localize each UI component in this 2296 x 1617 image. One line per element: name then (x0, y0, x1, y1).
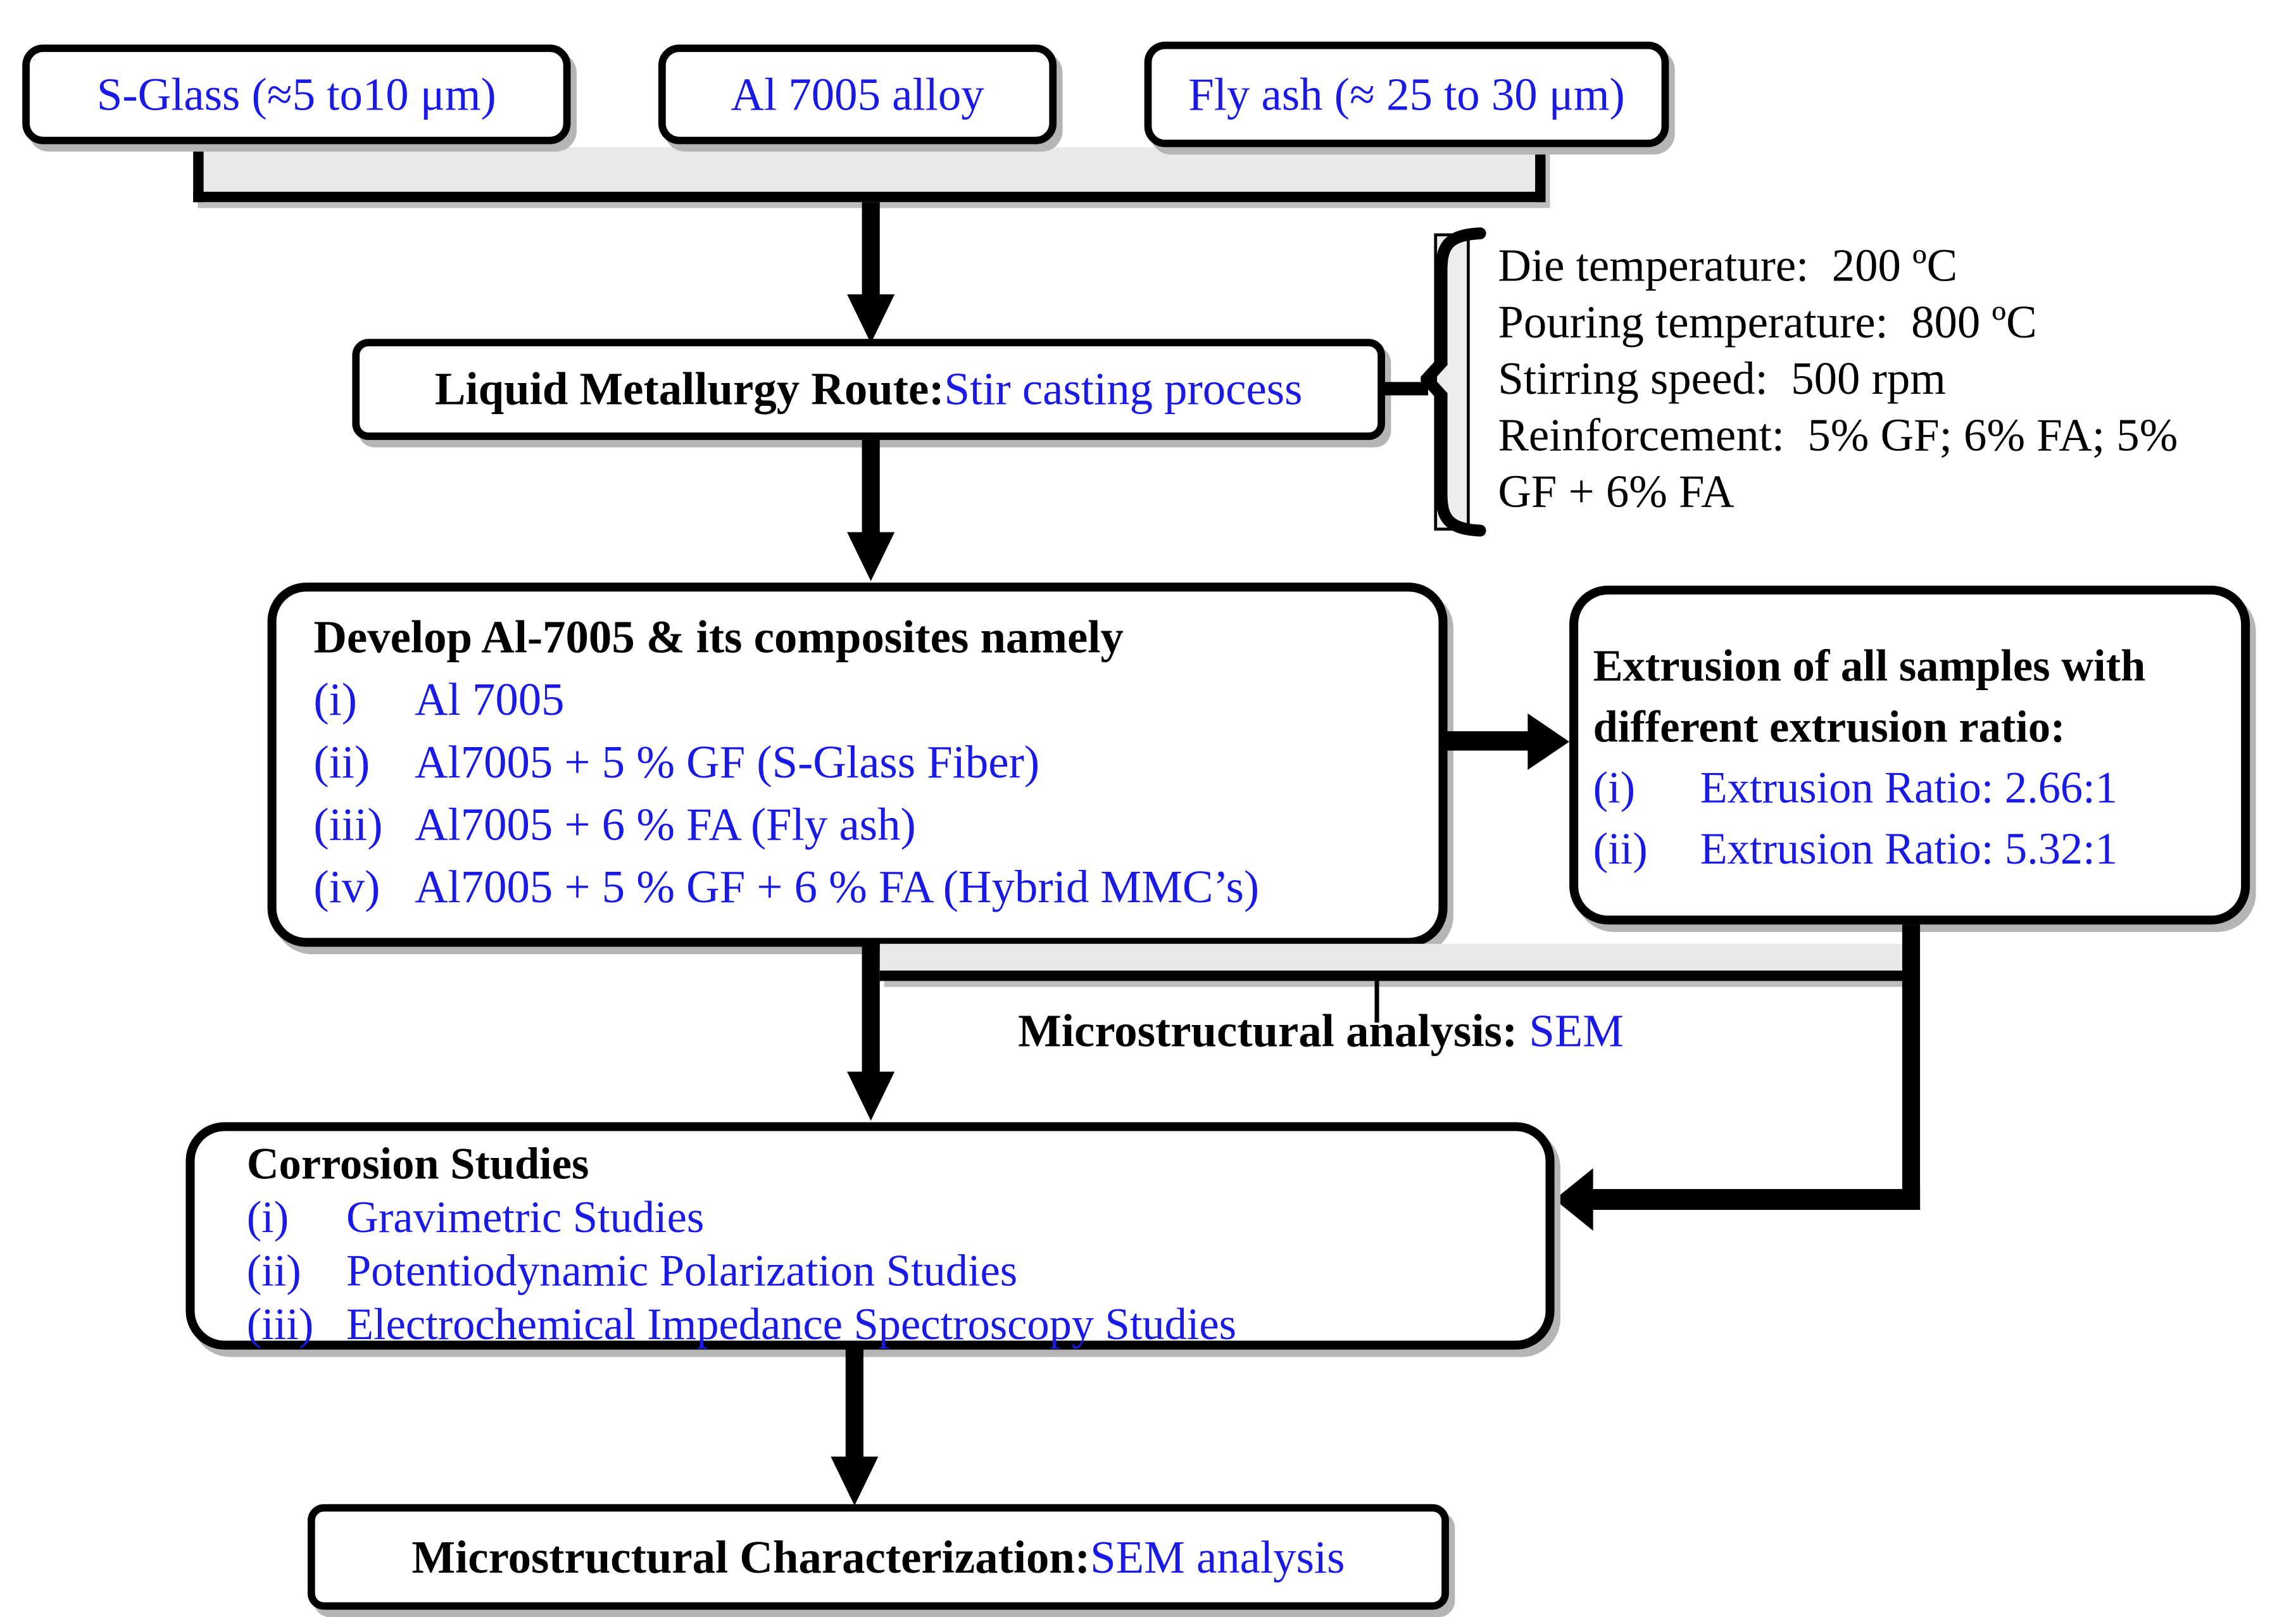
input-box-al7005: Al 7005 alloy (658, 44, 1057, 144)
final-value: SEM analysis (1090, 1530, 1345, 1583)
caption-pointer-line (1374, 981, 1379, 1023)
item-text: Al7005 + 5 % GF (S-Glass Fiber) (414, 736, 1040, 788)
item-text: Extrusion Ratio: 2.66:1 (1700, 764, 2117, 814)
corrosion-title: Corrosion Studies (246, 1140, 589, 1190)
arrow-down-head-icon (847, 532, 895, 581)
arrow-down-head-icon (847, 1071, 895, 1121)
arrow-left-head-icon (1554, 1168, 1593, 1231)
item-marker: (ii) (313, 736, 370, 788)
process-label: Liquid Metallurgy Route: (434, 362, 944, 415)
item-marker: (iii) (313, 798, 383, 850)
extrusion-item: (i) Extrusion Ratio: 2.66:1 (1593, 758, 2242, 819)
process-bracket-connector (1380, 382, 1429, 396)
arrow-right-head-icon (1528, 713, 1570, 771)
develop-item: (ii) Al7005 + 5 % GF (S-Glass Fiber) (313, 731, 1438, 794)
extrusion-box: Extrusion of all samples with different … (1569, 585, 2250, 925)
item-text: Potentiodynamic Polarization Studies (346, 1247, 1018, 1297)
input-box-sglass-label: S-Glass (≈5 to10 μm) (96, 67, 496, 120)
extrusion-item: (ii) Extrusion Ratio: 5.32:1 (1593, 819, 2242, 880)
corrosion-item: (iii) Electrochemical Impedance Spectrosc… (247, 1299, 1546, 1353)
parameter-line: Pouring temperature: 800 ºC (1498, 296, 2037, 348)
item-marker: (iii) (246, 1300, 314, 1350)
develop-title: Develop Al-7005 & its composites namely (313, 610, 1124, 664)
item-marker: (i) (246, 1193, 289, 1243)
corrosion-studies-box: Corrosion Studies (i) Gravimetric Studies… (185, 1122, 1555, 1350)
item-marker: (i) (313, 673, 358, 726)
item-text: Electrochemical Impedance Spectroscopy S… (346, 1300, 1237, 1350)
caption-value: SEM (1529, 1004, 1624, 1057)
parameter-line: Reinforcement: 5% GF; 6% FA; 5% (1498, 408, 2178, 461)
final-label: Microstructural Characterization: (411, 1530, 1091, 1583)
input-box-flyash-label: Fly ash (≈ 25 to 30 μm) (1188, 67, 1625, 120)
input-box-al7005-label: Al 7005 alloy (731, 67, 984, 120)
item-text: Al7005 + 5 % GF + 6 % FA (Hybrid MMC’s) (414, 860, 1260, 913)
parameters-bracket (1421, 227, 1486, 537)
item-text: Al7005 + 6 % FA (Fly ash) (414, 798, 916, 850)
item-marker: (i) (1593, 764, 1636, 814)
microstructural-analysis-caption: Microstructural analysis: SEM (1018, 1005, 1624, 1059)
develop-item: (i) Al 7005 (313, 669, 1438, 731)
arrow-down-icon (862, 202, 880, 298)
item-text: Al 7005 (414, 673, 565, 726)
process-value: Stir casting process (944, 362, 1303, 415)
parameter-line: Stirring speed: 500 rpm (1498, 352, 1946, 405)
extrusion-title-line1: Extrusion of all samples with (1593, 642, 2146, 691)
item-marker: (ii) (1593, 824, 1648, 874)
corrosion-item: (i) Gravimetric Studies (247, 1192, 1546, 1246)
arrow-down-icon (845, 1345, 863, 1460)
develop-item: (iii) Al7005 + 6 % FA (Fly ash) (313, 794, 1438, 857)
input-collector-band (193, 147, 1546, 203)
item-marker: (iv) (313, 860, 380, 913)
arrow-down-head-icon (831, 1456, 879, 1506)
arrow-down-icon (862, 941, 880, 1075)
item-text: Gravimetric Studies (346, 1193, 705, 1243)
parameters-bracket-edge (1421, 227, 1486, 537)
corrosion-item: (ii) Potentiodynamic Polarization Studies (247, 1245, 1546, 1299)
input-box-flyash: Fly ash (≈ 25 to 30 μm) (1144, 41, 1669, 148)
item-text: Extrusion Ratio: 5.32:1 (1700, 824, 2117, 874)
parameter-line: Die temperature: 200 ºC (1498, 239, 1958, 292)
arrow-right-icon (1446, 731, 1531, 751)
develop-composites-box: Develop Al-7005 & its composites namely … (267, 582, 1448, 947)
analysis-collector-band (879, 943, 1914, 981)
arrow-down-icon (862, 439, 880, 536)
extrusion-title-line2: different extrusion ratio: (1593, 703, 2066, 752)
extrusion-feedback-vertical-line (1902, 924, 1921, 1210)
final-characterization-box: Microstructural Characterization: SEM an… (307, 1504, 1449, 1610)
parameter-line: GF + 6% FA (1498, 465, 1735, 517)
develop-item: (iv) Al7005 + 5 % GF + 6 % FA (Hybrid MMC… (313, 856, 1438, 919)
item-marker: (ii) (246, 1247, 301, 1297)
extrusion-feedback-horizontal-bar (1587, 1189, 1921, 1210)
parameters-list: Die temperature: 200 ºC Pouring temperat… (1498, 238, 2296, 520)
arrow-down-head-icon (847, 294, 895, 344)
process-box-liquid-metallurgy: Liquid Metallurgy Route: Stir casting pr… (352, 339, 1385, 440)
input-box-sglass: S-Glass (≈5 to10 μm) (22, 44, 571, 144)
caption-label: Microstructural analysis: (1018, 1004, 1529, 1057)
